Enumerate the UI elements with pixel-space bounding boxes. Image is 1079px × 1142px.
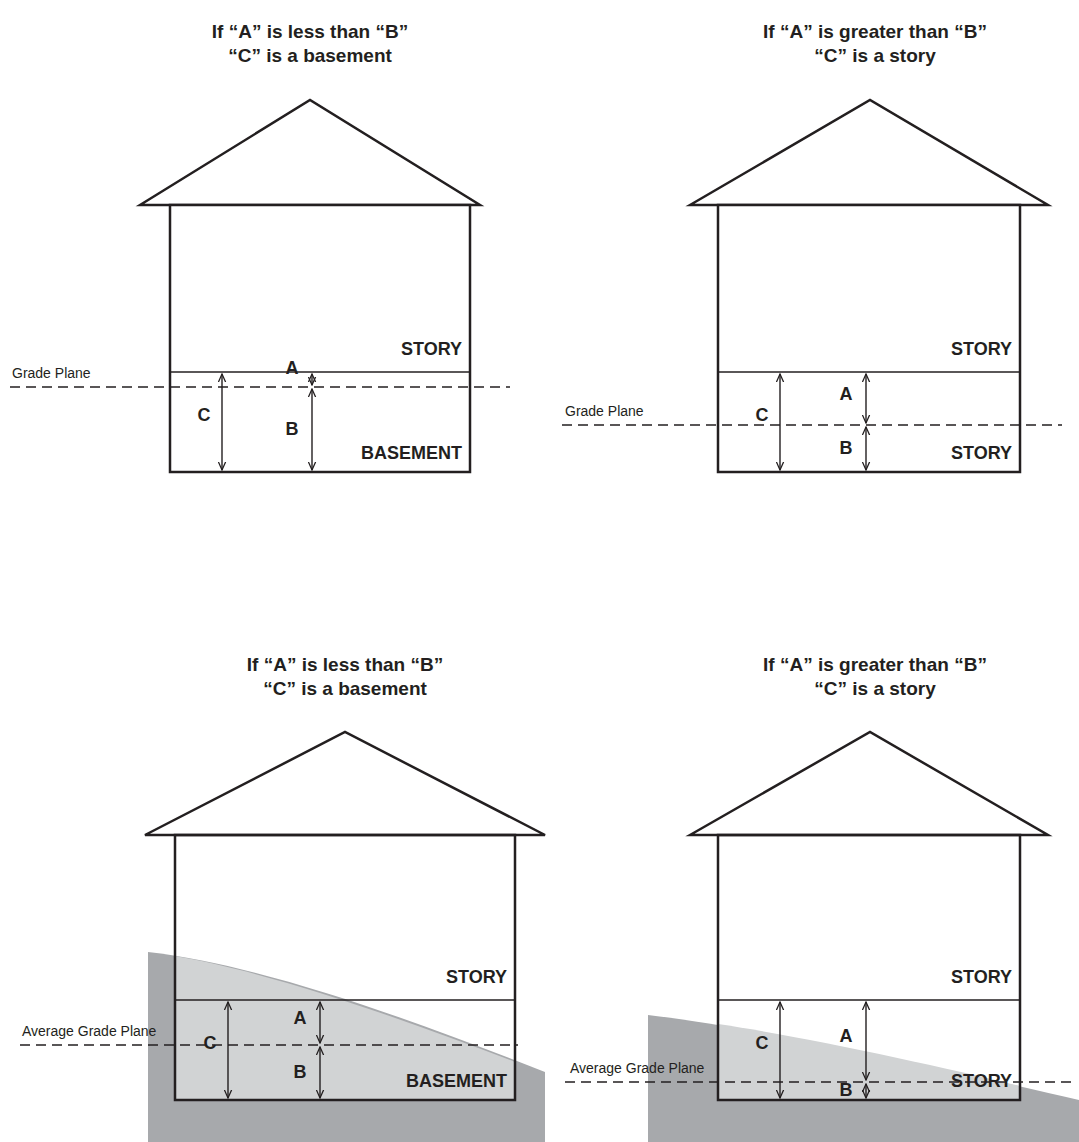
grade-plane-label: Grade Plane	[12, 366, 91, 381]
story-label: STORY	[951, 340, 1012, 360]
story-label: STORY	[446, 968, 507, 988]
panel-heading: “C” is a story	[814, 679, 935, 700]
dimension-letter: C	[204, 1034, 217, 1054]
basement-label: BASEMENT	[406, 1072, 507, 1092]
dimension-letter: C	[198, 406, 211, 426]
panel-heading: If “A” is greater than “B”	[763, 655, 987, 676]
dimension-letter: B	[840, 1081, 853, 1101]
panel-heading: “C” is a basement	[263, 679, 427, 700]
panel-heading: If “A” is greater than “B”	[763, 22, 987, 43]
dimension-letter: B	[840, 439, 853, 459]
story-label: STORY	[951, 1072, 1012, 1092]
dimension-letter: B	[294, 1063, 307, 1083]
story-label: STORY	[951, 444, 1012, 464]
grade-plane-label: Average Grade Plane	[570, 1061, 704, 1076]
basement-label: BASEMENT	[361, 444, 462, 464]
panel-heading: “C” is a basement	[228, 46, 392, 67]
dimension-letter: A	[840, 1027, 853, 1047]
dimension-letter: C	[756, 1034, 769, 1054]
story-label: STORY	[401, 340, 462, 360]
grade-plane-label: Grade Plane	[565, 404, 644, 419]
dimension-letter: C	[756, 406, 769, 426]
dimension-letter: A	[286, 359, 299, 379]
dimension-letter: A	[294, 1009, 307, 1029]
panel-heading: “C” is a story	[814, 46, 935, 67]
panel-heading: If “A” is less than “B”	[212, 22, 408, 43]
story-label: STORY	[951, 968, 1012, 988]
panel-heading: If “A” is less than “B”	[247, 655, 443, 676]
grade-plane-label: Average Grade Plane	[22, 1024, 156, 1039]
dimension-letter: A	[840, 385, 853, 405]
dimension-letter: B	[286, 420, 299, 440]
